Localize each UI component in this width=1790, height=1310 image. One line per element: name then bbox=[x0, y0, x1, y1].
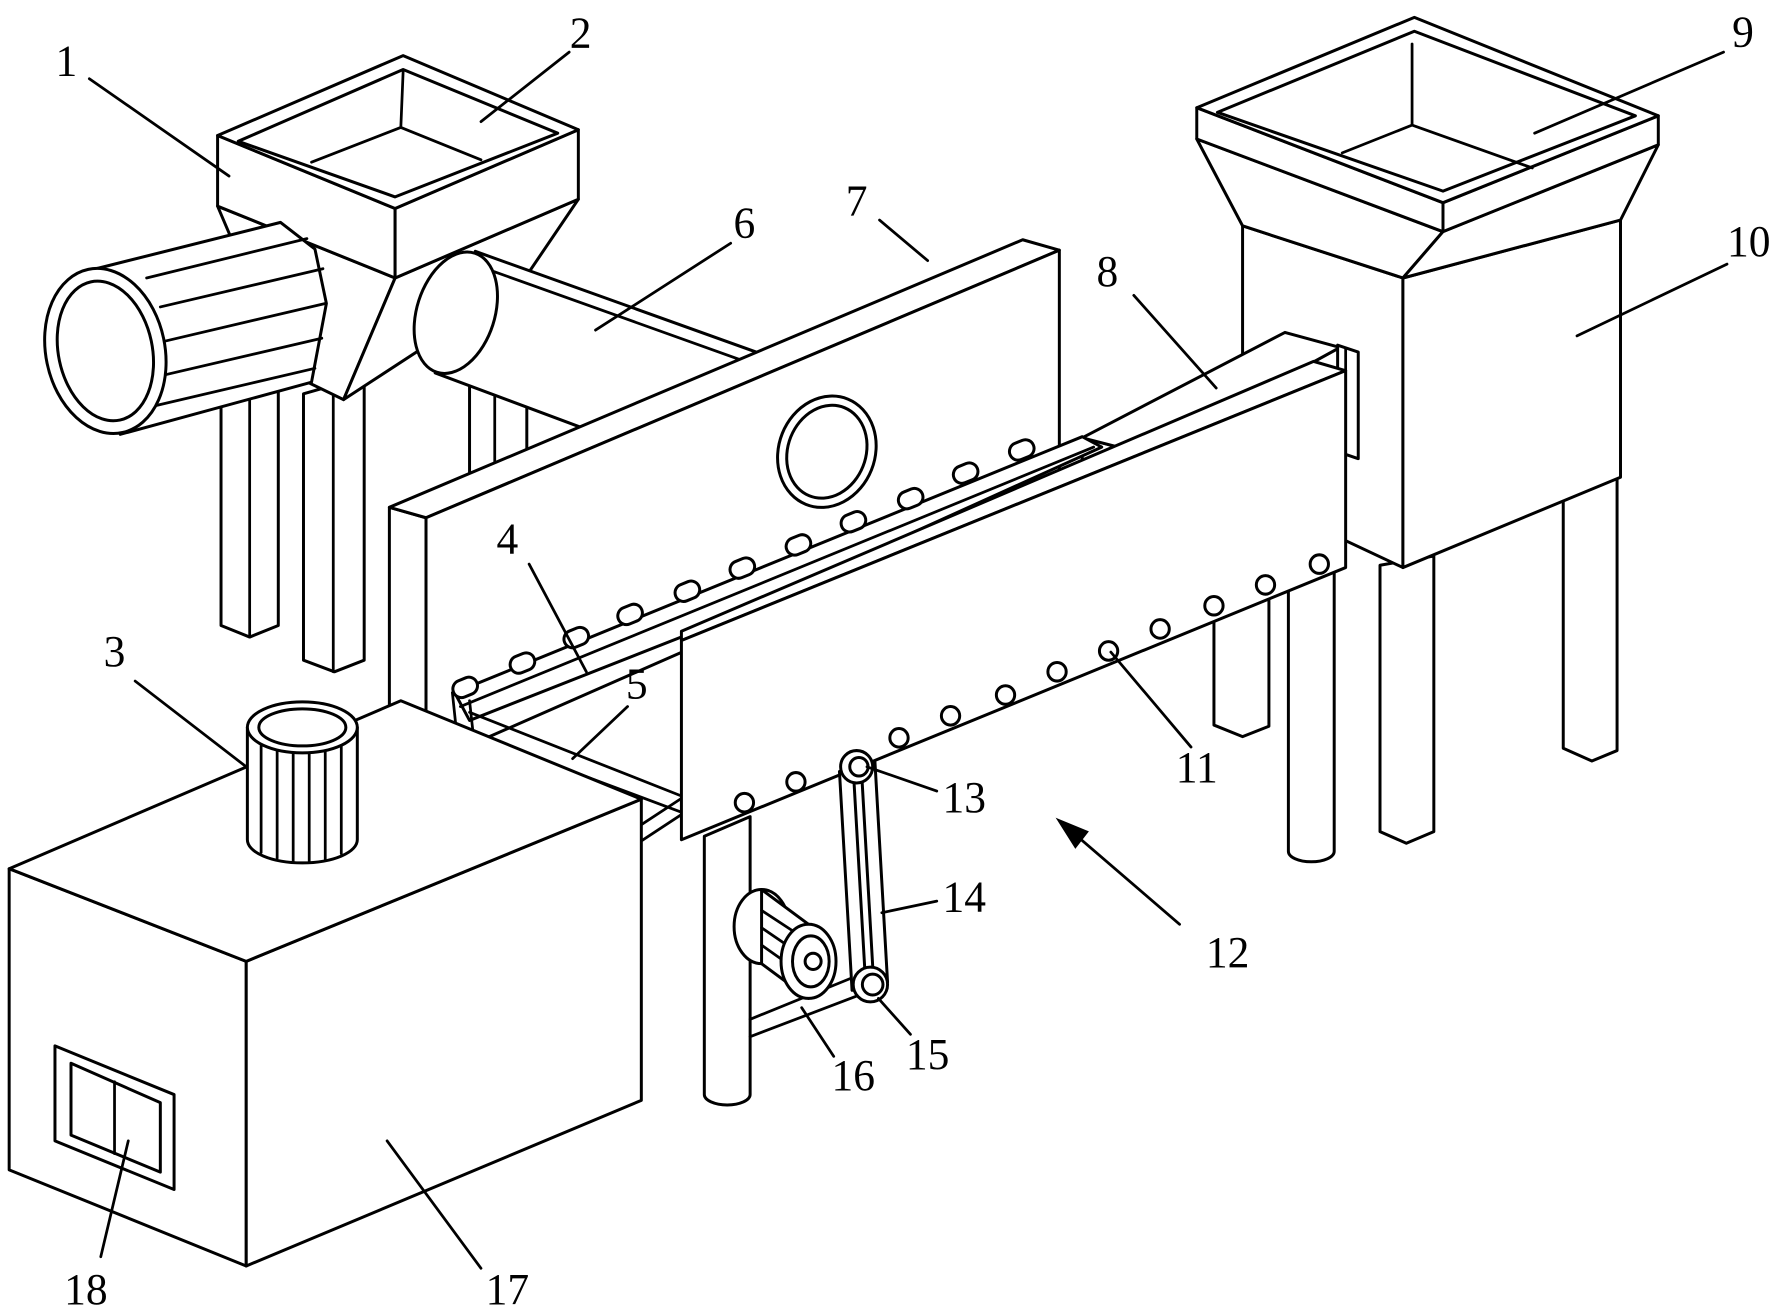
right-hopper-inner-corner bbox=[1340, 42, 1534, 170]
left-hopper-opening bbox=[236, 67, 560, 199]
leader-arrow-12-head bbox=[1055, 817, 1089, 849]
label-4: 4 bbox=[496, 515, 518, 563]
conveyor-rollers bbox=[451, 438, 1036, 700]
leader-line-9 bbox=[1533, 50, 1725, 135]
leader-line-1 bbox=[87, 77, 231, 178]
front-plate-face bbox=[679, 369, 1348, 842]
leader-line-10 bbox=[1575, 262, 1729, 338]
label-12: 12 bbox=[1206, 929, 1250, 977]
top-cylinder-stripes bbox=[259, 739, 343, 864]
front-plate-leg-left bbox=[702, 815, 752, 1107]
leader-line-4 bbox=[527, 562, 588, 674]
right-hopper-leg-front bbox=[1378, 554, 1436, 845]
roller bbox=[951, 461, 980, 485]
leader-line-3 bbox=[133, 679, 248, 769]
connecting-pipe-end bbox=[412, 250, 499, 375]
label-2: 2 bbox=[570, 9, 592, 57]
label-10: 10 bbox=[1727, 218, 1771, 266]
drive-motor bbox=[732, 888, 859, 1039]
left-pipe-stripe bbox=[161, 302, 327, 344]
leader-arrow-12-shaft bbox=[1070, 830, 1181, 926]
leader-line-15 bbox=[877, 997, 912, 1036]
label-3: 3 bbox=[104, 628, 126, 676]
right-hopper-leg-back bbox=[1561, 473, 1619, 763]
left-pipe-stripe bbox=[145, 366, 317, 410]
roller bbox=[839, 510, 868, 534]
hole bbox=[1308, 553, 1330, 575]
top-cylinder-body bbox=[245, 725, 359, 865]
leader-line-17 bbox=[385, 1139, 483, 1270]
leader-line-2 bbox=[479, 50, 571, 124]
left-hopper-inner-corner bbox=[310, 70, 483, 164]
leader-lines bbox=[87, 50, 1729, 1270]
roller bbox=[673, 579, 702, 603]
leader-line-7 bbox=[878, 218, 930, 262]
label-16: 16 bbox=[831, 1052, 875, 1100]
connecting-rod bbox=[639, 795, 686, 843]
label-14: 14 bbox=[943, 873, 987, 921]
motor-hub bbox=[803, 951, 823, 971]
hole bbox=[1203, 595, 1225, 617]
lower-pulley-hub bbox=[860, 972, 885, 997]
front-plate-holes bbox=[733, 553, 1330, 814]
motor-frame-bar bbox=[748, 977, 859, 1039]
label-15: 15 bbox=[906, 1031, 950, 1079]
leader-line-18 bbox=[99, 1139, 130, 1259]
label-11: 11 bbox=[1176, 744, 1218, 792]
part-labels: 1 2 3 4 5 6 7 8 9 10 11 12 13 14 15 16 1… bbox=[56, 8, 1771, 1310]
right-hopper-unit bbox=[1195, 15, 1660, 845]
leader-line-8 bbox=[1132, 293, 1218, 390]
leader-line-16 bbox=[800, 1006, 836, 1058]
conveyor-end-roller bbox=[450, 691, 475, 734]
roller bbox=[784, 533, 813, 557]
label-5: 5 bbox=[626, 660, 648, 708]
top-cylinder-opening bbox=[257, 707, 348, 748]
roller bbox=[1007, 438, 1036, 462]
hole bbox=[785, 771, 807, 793]
hole bbox=[1149, 618, 1171, 640]
left-pipe-stripe bbox=[156, 336, 324, 378]
right-hopper-opening bbox=[1215, 29, 1637, 193]
label-6: 6 bbox=[734, 199, 756, 247]
roller bbox=[451, 675, 479, 700]
left-pipe-stripe bbox=[145, 237, 309, 280]
base-box bbox=[7, 699, 643, 1268]
roller bbox=[616, 602, 644, 627]
belt-drive bbox=[837, 749, 890, 1004]
back-plate-window-inner bbox=[785, 403, 869, 500]
front-plate bbox=[679, 359, 1348, 842]
hole bbox=[1046, 661, 1068, 683]
hole bbox=[1254, 574, 1277, 596]
label-9: 9 bbox=[1732, 8, 1754, 56]
label-7: 7 bbox=[846, 177, 868, 225]
left-pipe-opening bbox=[55, 279, 156, 423]
upper-pulley-hub bbox=[848, 756, 870, 778]
leader-line-14 bbox=[880, 899, 939, 915]
roller bbox=[896, 486, 925, 511]
top-cylinder bbox=[245, 700, 359, 865]
front-plate-legs bbox=[702, 563, 1336, 1107]
leader-line-13 bbox=[865, 765, 939, 793]
left-pipe-stripe bbox=[158, 267, 325, 309]
label-18: 18 bbox=[64, 1266, 108, 1310]
leader-line-5 bbox=[571, 705, 629, 761]
hole bbox=[888, 727, 910, 749]
conveyor bbox=[450, 435, 1104, 843]
leader-line-11 bbox=[1109, 650, 1193, 749]
conveyor-belt-edge bbox=[459, 445, 1096, 708]
roller bbox=[508, 651, 537, 675]
hole bbox=[994, 684, 1017, 706]
hole bbox=[939, 705, 962, 727]
roller bbox=[728, 556, 757, 580]
label-8: 8 bbox=[1097, 248, 1119, 296]
label-17: 17 bbox=[486, 1266, 530, 1310]
hole bbox=[733, 791, 756, 814]
leader-line-6 bbox=[594, 241, 733, 332]
front-plate-leg-right bbox=[1286, 563, 1336, 864]
label-1: 1 bbox=[56, 37, 78, 85]
label-13: 13 bbox=[943, 774, 987, 822]
